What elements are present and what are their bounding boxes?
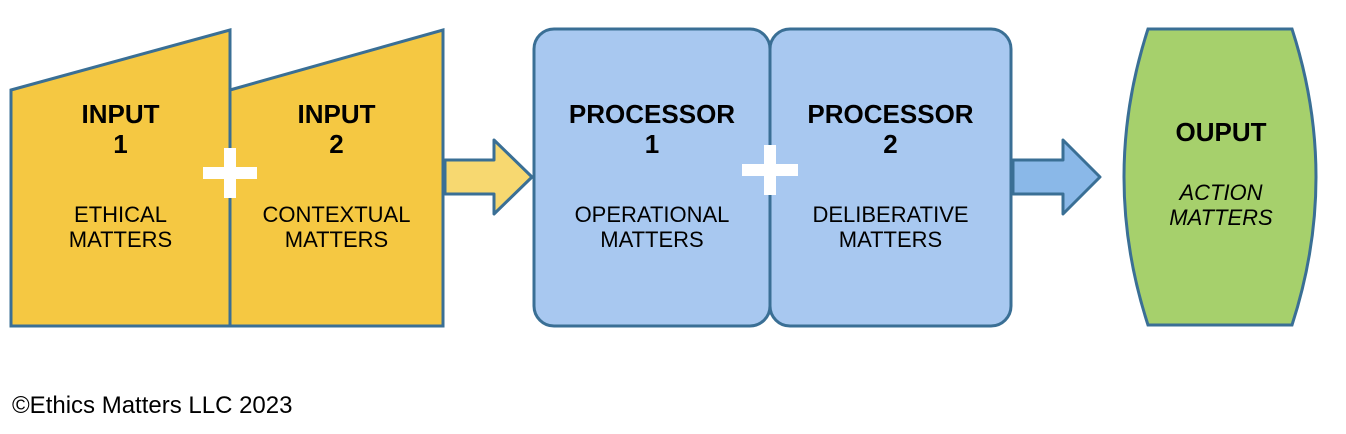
input-2-title: INPUT 2	[230, 99, 443, 160]
arrow-right-icon-input	[443, 138, 534, 216]
input-2-sub-line1: CONTEXTUAL	[262, 202, 411, 227]
processor-1-shape	[532, 27, 772, 328]
arrow-right-icon-processor	[1011, 138, 1102, 216]
input-1-sub-line1: ETHICAL	[74, 202, 167, 227]
input-2-shape	[228, 28, 445, 328]
input-2-subtitle: CONTEXTUAL MATTERS	[230, 202, 443, 253]
processor-1-title-line1: PROCESSOR	[568, 99, 736, 129]
processor-1-sub-line1: OPERATIONAL	[574, 202, 730, 227]
output-sub-line1: ACTION	[1179, 180, 1263, 205]
input-1-title-line2: 1	[113, 128, 128, 159]
input-1-title-line1: INPUT	[81, 99, 160, 129]
processor-1-title-line2: 1	[644, 128, 660, 159]
processor-2-sub-line1: DELIBERATIVE	[812, 202, 969, 227]
processor-1-sub-line2: MATTERS	[600, 227, 704, 253]
output-shape	[1122, 27, 1318, 327]
processor-1-title: PROCESSOR 1	[534, 99, 770, 160]
output-title: OUPUT	[1175, 117, 1267, 147]
processor-2-sub-line2: MATTERS	[838, 227, 943, 253]
processor-2-title-line1: PROCESSOR	[807, 99, 974, 129]
input-1-shape	[9, 28, 232, 328]
input-2-title-line1: INPUT	[297, 99, 376, 129]
processor-2-shape	[768, 27, 1013, 328]
plus-icon-inputs	[203, 148, 257, 198]
copyright-text: ©Ethics Matters LLC 2023	[12, 392, 293, 419]
input-1-sub-line2: MATTERS	[68, 227, 173, 253]
processor-2-subtitle: DELIBERATIVE MATTERS	[770, 202, 1011, 253]
input-1-subtitle: ETHICAL MATTERS	[11, 202, 230, 253]
input-1-title: INPUT 1	[11, 99, 230, 160]
output-subtitle: ACTION MATTERS	[1110, 180, 1332, 231]
plus-icon-processors	[742, 145, 798, 195]
processor-2-title-line2: 2	[883, 128, 898, 159]
output-sub-line2: MATTERS	[1169, 205, 1273, 231]
processor-2-title: PROCESSOR 2	[770, 99, 1011, 160]
processor-1-subtitle: OPERATIONAL MATTERS	[534, 202, 770, 253]
input-2-sub-line2: MATTERS	[284, 227, 389, 253]
input-2-title-line2: 2	[329, 128, 344, 159]
